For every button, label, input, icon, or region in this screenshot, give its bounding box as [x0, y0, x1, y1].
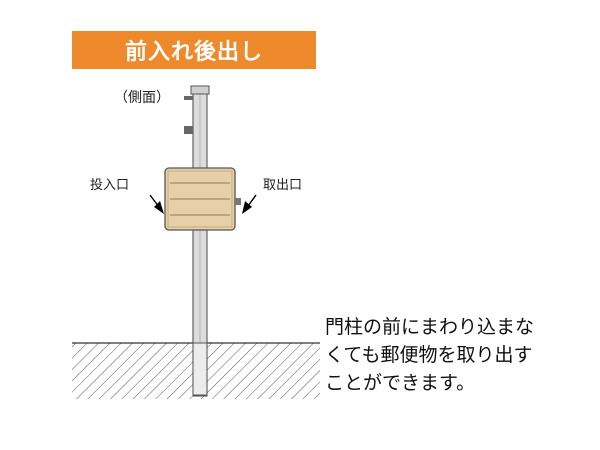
insert-arrow: [149, 194, 164, 214]
description-line: 門柱の前にまわり込まな: [325, 316, 535, 338]
gate-post: [184, 85, 210, 397]
title-text: 前入れ後出し: [124, 40, 263, 65]
mailbox-box: [164, 167, 241, 231]
insert-slot-label: 投入口: [90, 178, 130, 193]
side-view-label: （側面）: [114, 90, 170, 106]
description-line: ことができます。: [325, 372, 476, 394]
outlet-arrow: [242, 194, 257, 214]
description-line: くても郵便物を取り出す: [325, 344, 533, 366]
title-banner: 前入れ後出し: [72, 31, 316, 69]
outlet-label: 取出口: [263, 178, 303, 193]
description: 門柱の前にまわり込まな くても郵便物を取り出す ことができます。: [325, 313, 534, 397]
